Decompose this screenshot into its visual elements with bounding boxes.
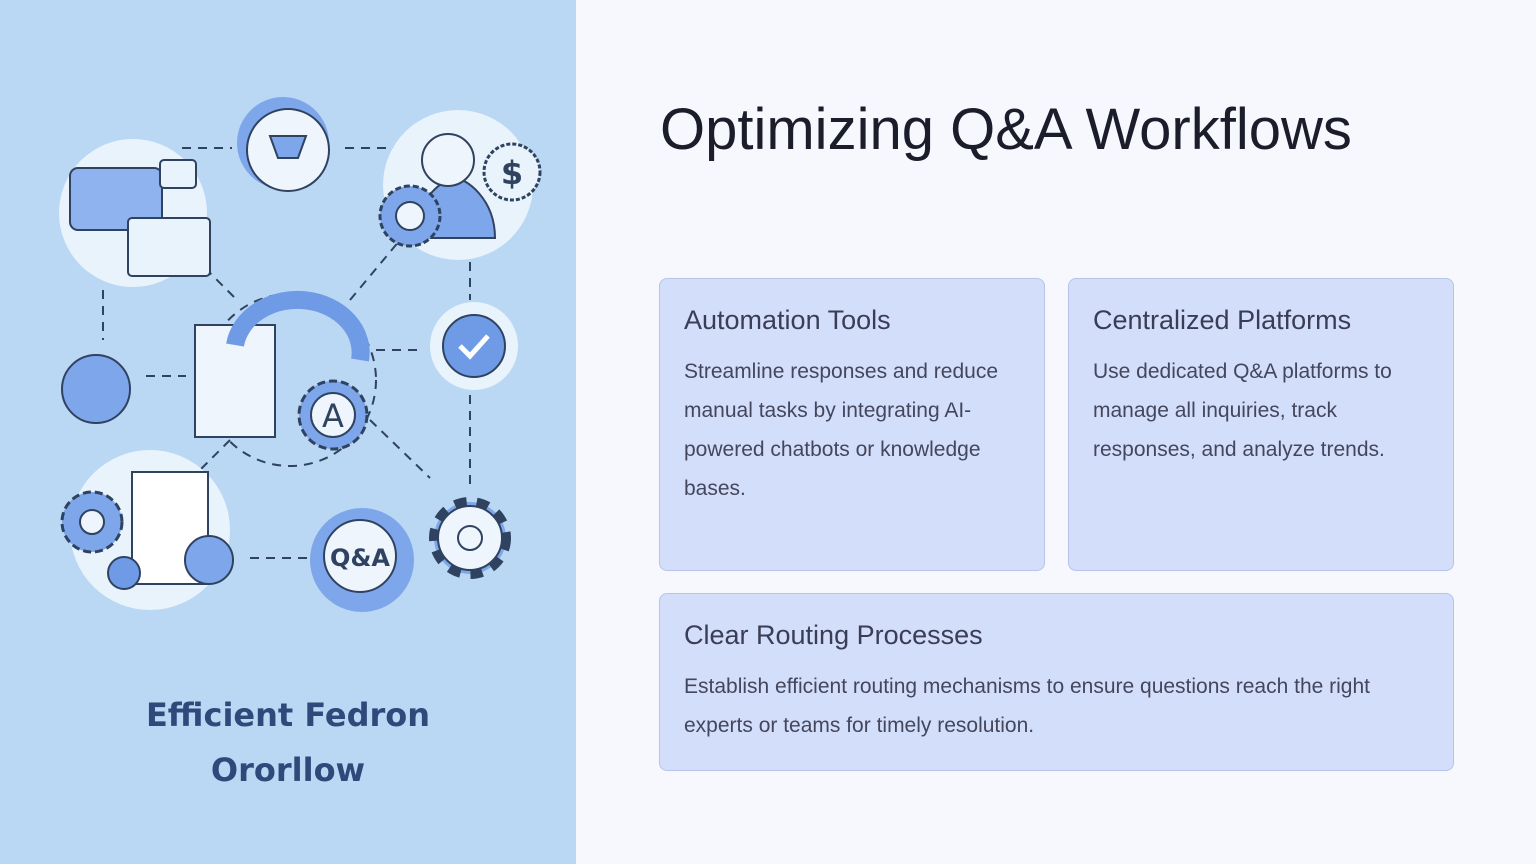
card-title: Automation Tools bbox=[684, 305, 891, 335]
caption-line-2: Ororllow bbox=[210, 751, 366, 789]
qa-badge: Q&A bbox=[330, 544, 390, 572]
illustration-panel: $ A Q&A Efficient Fedron Ororllow bbox=[0, 0, 576, 864]
dollar-icon: $ bbox=[501, 154, 523, 192]
illustration-caption: Efficient Fedron Ororllow bbox=[0, 688, 576, 798]
card-automation-tools: Automation Tools Streamline responses an… bbox=[659, 278, 1045, 571]
card-clear-routing: Clear Routing Processes Establish effici… bbox=[659, 593, 1454, 771]
a-gear-icon: A bbox=[322, 397, 344, 435]
caption-line-1: Efficient Fedron bbox=[145, 696, 431, 734]
card-centralized-platforms: Centralized Platforms Use dedicated Q&A … bbox=[1068, 278, 1454, 571]
card-body: Streamline responses and reduce manual t… bbox=[684, 360, 999, 500]
card-body: Establish efficient routing mechanisms t… bbox=[684, 675, 1370, 737]
card-title: Centralized Platforms bbox=[1093, 305, 1352, 335]
card-title: Clear Routing Processes bbox=[684, 620, 983, 650]
workflow-illustration: $ A Q&A bbox=[59, 97, 542, 612]
card-body: Use dedicated Q&A platforms to manage al… bbox=[1093, 360, 1392, 461]
slide-title: Optimizing Q&A Workflows bbox=[660, 97, 1352, 162]
